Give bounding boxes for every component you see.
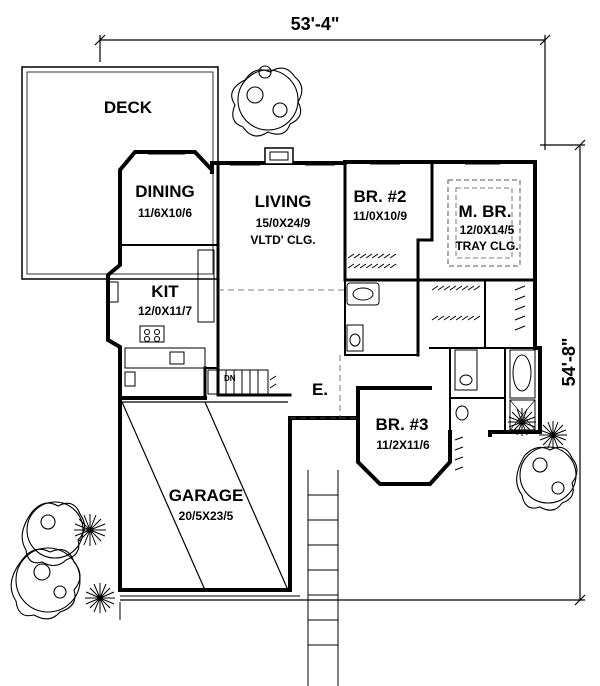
- br2-name: BR. #2: [354, 187, 407, 206]
- living-note: VLTD' CLG.: [250, 233, 315, 247]
- tray-ceiling-outline: [447, 179, 521, 267]
- kit-size: 12/0X11/7: [138, 304, 192, 318]
- front-walk: [119, 470, 339, 686]
- br3-name: BR. #3: [376, 415, 429, 434]
- bath-fixtures: [346, 282, 536, 431]
- width-dimension-line: [94, 34, 551, 150]
- garage-size: 20/5X23/5: [179, 509, 234, 523]
- br2-size: 11/0X10/9: [353, 209, 407, 223]
- dining-size: 11/6X10/6: [138, 206, 192, 220]
- room-master-bedroom: M. BR. 12/0X14/5 TRAY CLG.: [455, 202, 518, 253]
- interior-walls: [119, 160, 537, 433]
- deck-label: DECK: [104, 98, 153, 117]
- staircase: [207, 369, 269, 395]
- room-br2: BR. #2 11/0X10/9: [353, 187, 407, 223]
- shrub-2: [85, 583, 115, 613]
- br3-size: 11/2X11/6: [376, 438, 430, 452]
- room-br3: BR. #3 11/2X11/6: [376, 415, 430, 452]
- room-kitchen: KIT 12/0X11/7: [138, 282, 192, 318]
- dashed-partitions: [121, 289, 358, 591]
- shrub-3: [508, 408, 536, 436]
- depth-dimension-line: [120, 139, 586, 606]
- garage-name: GARAGE: [169, 486, 244, 505]
- mbr-size: 12/0X14/5: [460, 223, 515, 237]
- tree-right: [516, 446, 578, 511]
- stair-down-label: DN: [224, 374, 236, 383]
- room-garage: GARAGE 20/5X23/5: [169, 486, 244, 523]
- entry-name: E.: [312, 380, 328, 399]
- tree-bottom-left-1: [21, 501, 86, 567]
- windows: [148, 153, 500, 166]
- depth-dimension-label: 54'-8": [559, 338, 579, 387]
- shrub-4: [539, 421, 567, 449]
- tree-bottom-left-2: [10, 547, 81, 620]
- width-dimension-label: 53'-4": [291, 14, 340, 34]
- tree-top: [231, 65, 303, 137]
- kitchen-fixtures: [107, 249, 215, 387]
- living-name: LIVING: [255, 192, 312, 211]
- dining-name: DINING: [135, 182, 195, 201]
- closet-hatching: [269, 253, 526, 471]
- mbr-name: M. BR.: [459, 202, 512, 221]
- kit-name: KIT: [151, 282, 179, 301]
- room-entry: E.: [312, 380, 328, 399]
- shrub-1: [74, 514, 106, 546]
- room-dining: DINING 11/6X10/6: [135, 182, 195, 220]
- room-living: LIVING 15/0X24/9 VLTD' CLG.: [250, 192, 315, 247]
- mbr-note: TRAY CLG.: [455, 239, 518, 253]
- living-size: 15/0X24/9: [256, 216, 311, 230]
- fireplace: [264, 147, 294, 165]
